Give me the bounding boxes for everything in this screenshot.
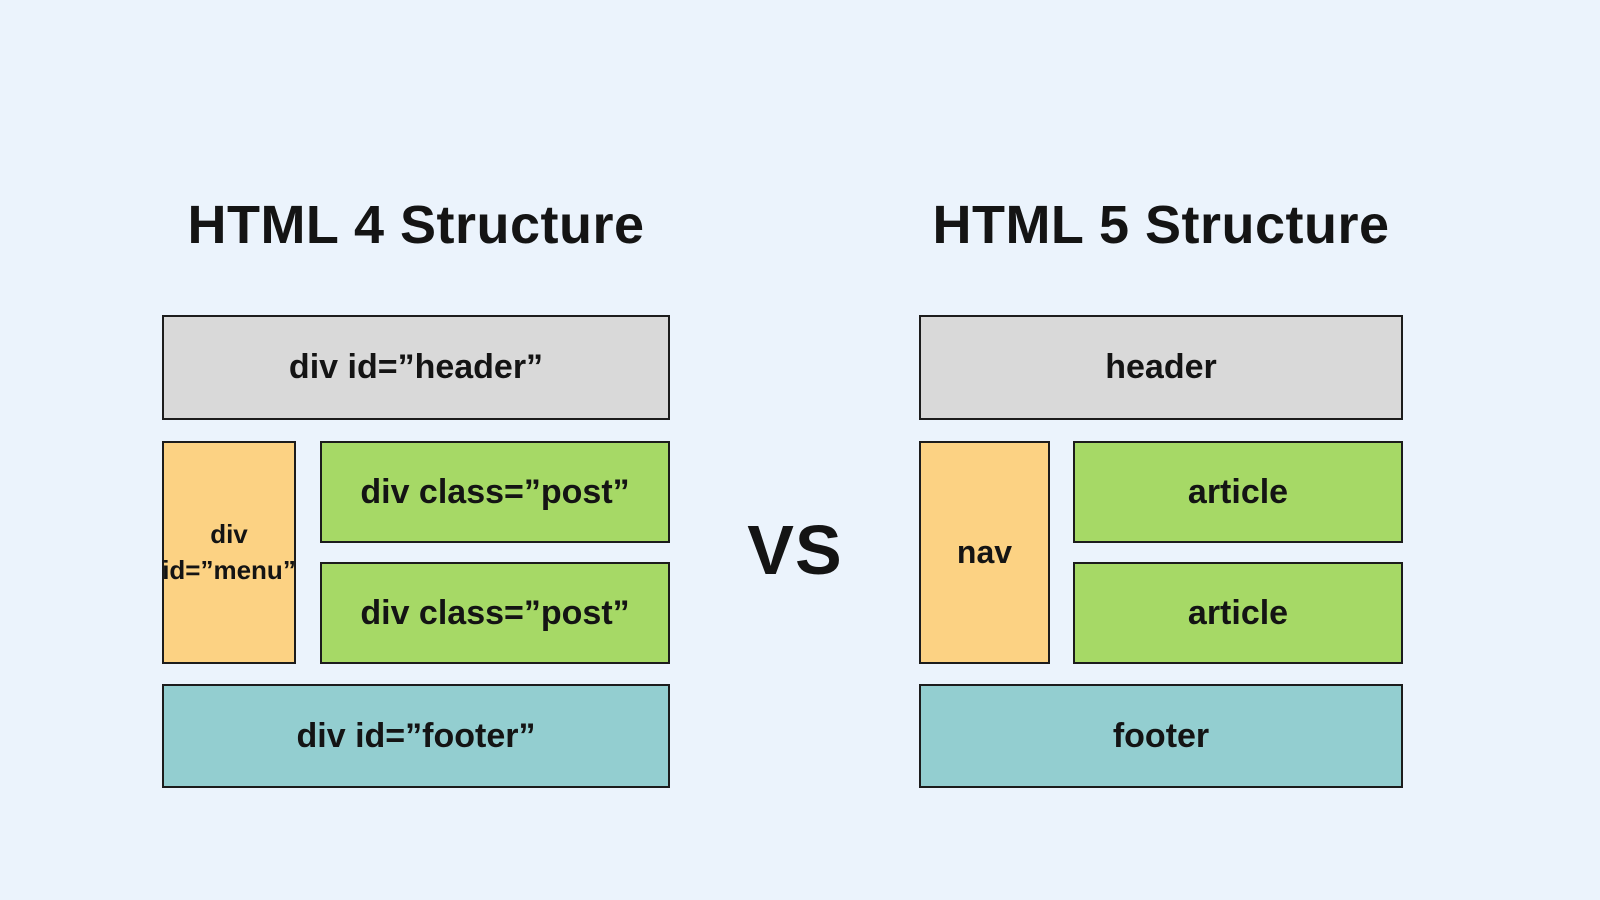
html5-header-label: header (1105, 348, 1217, 386)
html5-article2-label: article (1187, 593, 1289, 632)
html5-footer-label: footer (1112, 716, 1210, 755)
html5-header-box: header (919, 315, 1403, 420)
html4-footer-label: div id=”footer” (296, 716, 536, 755)
html5-article-stack: article article (1073, 441, 1403, 664)
versus-label: VS (747, 511, 843, 589)
html5-article2-box: article (1073, 562, 1403, 664)
html5-nav-box: nav (919, 441, 1050, 664)
html5-footer-box: footer (919, 684, 1403, 788)
html4-post1-box: div class=”post” (320, 441, 670, 543)
html4-post2-box: div class=”post” (320, 562, 670, 664)
html4-panel: HTML 4 Structure div id=”header” div id=… (162, 0, 670, 788)
html4-post2-label: div class=”post” (360, 593, 630, 632)
html4-middle-row: div id=”menu” div class=”post” div class… (162, 441, 670, 664)
html4-post1-label: div class=”post” (360, 472, 630, 511)
html5-nav-label: nav (956, 533, 1013, 570)
html4-footer-box: div id=”footer” (162, 684, 670, 788)
html5-middle-row: nav article article (919, 441, 1403, 664)
html4-header-label: div id=”header” (288, 348, 544, 386)
html4-panel-title: HTML 4 Structure (187, 195, 645, 255)
html5-panel: HTML 5 Structure header nav article arti… (919, 0, 1403, 788)
html4-header-box: div id=”header” (162, 315, 670, 420)
html4-menu-label-line2: id=”menu” (162, 554, 296, 585)
html5-article1-box: article (1073, 441, 1403, 543)
html4-menu-label-line1: div (210, 519, 248, 550)
html5-panel-title: HTML 5 Structure (932, 195, 1390, 255)
html5-article1-label: article (1187, 472, 1289, 511)
html4-post-stack: div class=”post” div class=”post” (320, 441, 670, 664)
html4-menu-box: div id=”menu” (162, 441, 296, 664)
